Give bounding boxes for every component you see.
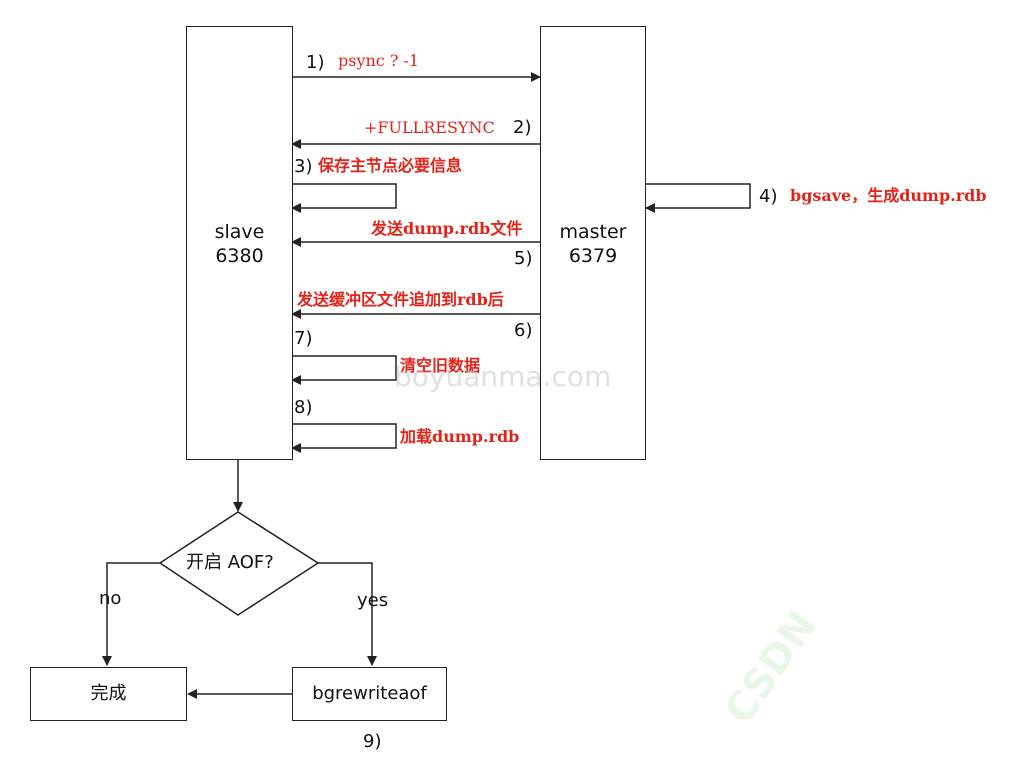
step-4-number: 4) xyxy=(759,186,778,207)
slave-box xyxy=(186,26,293,460)
step-7-number: 7) xyxy=(294,328,313,349)
master-box xyxy=(540,26,646,460)
decision-label: 开启 AOF? xyxy=(186,552,274,573)
step-1-label: psync ? -1 xyxy=(338,51,420,70)
slave-port: 6380 xyxy=(215,245,264,267)
bgrewriteaof-label: bgrewriteaof xyxy=(312,683,427,704)
master-label: master 6379 xyxy=(540,220,646,268)
step-8-number: 8) xyxy=(294,397,313,418)
step-4-label: bgsave，生成dump.rdb xyxy=(790,186,987,205)
master-name: master xyxy=(559,221,627,243)
bgrewriteaof-box xyxy=(292,667,447,721)
step-9-number: 9) xyxy=(363,731,382,752)
step-5-number: 5) xyxy=(514,248,533,269)
loop-save-info xyxy=(291,183,397,213)
step-7-label: 清空旧数据 xyxy=(400,356,481,375)
step-8-label: 加载dump.rdb xyxy=(400,427,520,446)
step-6-number: 6) xyxy=(514,320,533,341)
loop-load-rdb xyxy=(291,423,397,453)
branch-yes-label: yes xyxy=(357,590,389,611)
branch-yes xyxy=(318,562,377,666)
step-3-label: 保存主节点必要信息 xyxy=(318,156,463,175)
step-3-number: 3) xyxy=(294,156,313,177)
branch-no-label: no xyxy=(99,588,122,609)
slave-name: slave xyxy=(214,221,265,243)
step-5-label: 发送dump.rdb文件 xyxy=(371,219,523,238)
master-port: 6379 xyxy=(568,245,618,267)
site-watermark: boyuanma.com xyxy=(394,360,612,393)
step-1-number: 1) xyxy=(306,52,325,73)
step-2-number: 2) xyxy=(513,117,532,138)
slave-label: slave 6380 xyxy=(186,220,293,268)
loop-bgsave xyxy=(645,183,751,213)
branch-no xyxy=(102,562,160,666)
done-box xyxy=(30,667,187,721)
decision-diamond xyxy=(158,511,320,616)
loop-clear-data xyxy=(291,355,397,385)
done-label: 完成 xyxy=(90,683,127,704)
step-2-label: +FULLRESYNC xyxy=(364,118,495,137)
step-6-label: 发送缓冲区文件追加到rdb后 xyxy=(297,290,504,309)
